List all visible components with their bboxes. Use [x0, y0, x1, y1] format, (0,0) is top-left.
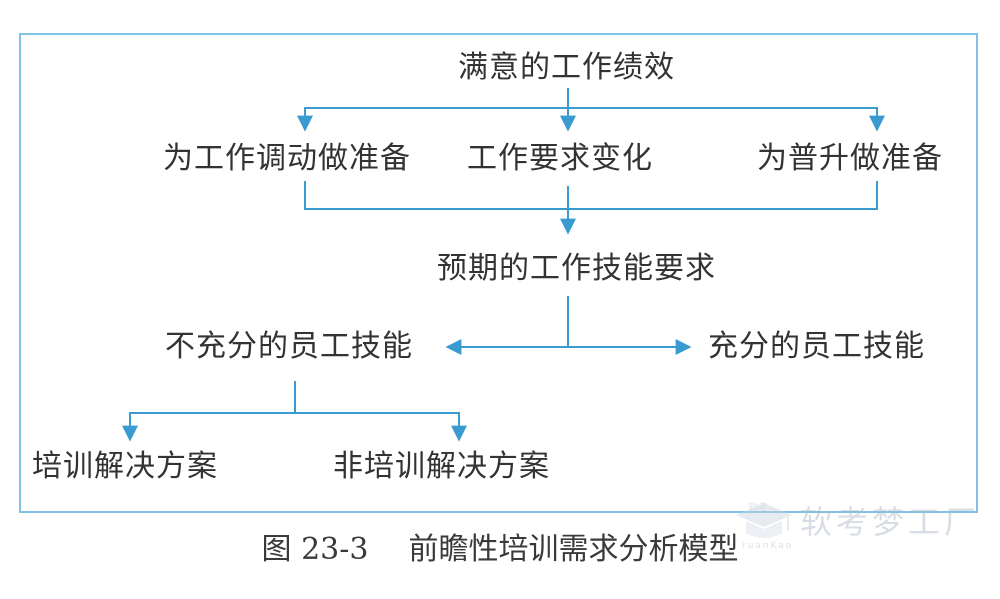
diagram-frame	[19, 33, 978, 513]
watermark-small-top: 软考	[748, 503, 768, 514]
watermark-text: 软考梦工厂	[800, 503, 981, 541]
node-insufficient-skills: 不充分的员工技能	[165, 329, 413, 364]
node-job-requirement-change: 工作要求变化	[467, 141, 653, 176]
caption-title: 前瞻性培训需求分析模型	[408, 532, 739, 567]
node-prep-promotion: 为普升做准备	[757, 141, 943, 176]
node-training-solution: 培训解决方案	[32, 449, 218, 484]
node-non-training-solution: 非培训解决方案	[333, 449, 550, 484]
watermark-small-bottom: ruanKao	[742, 541, 794, 551]
node-prep-transfer: 为工作调动做准备	[163, 141, 411, 176]
node-expected-skills: 预期的工作技能要求	[437, 251, 716, 286]
watermark: 软考 软考梦工厂 ruanKao	[728, 497, 976, 557]
node-satisfactory-performance: 满意的工作绩效	[458, 50, 675, 85]
node-sufficient-skills: 充分的员工技能	[708, 329, 925, 364]
graduation-cap-icon	[736, 503, 792, 538]
caption-number: 图 23-3	[261, 532, 369, 567]
figure-caption: 图 23-3 前瞻性培训需求分析模型	[0, 532, 1000, 568]
